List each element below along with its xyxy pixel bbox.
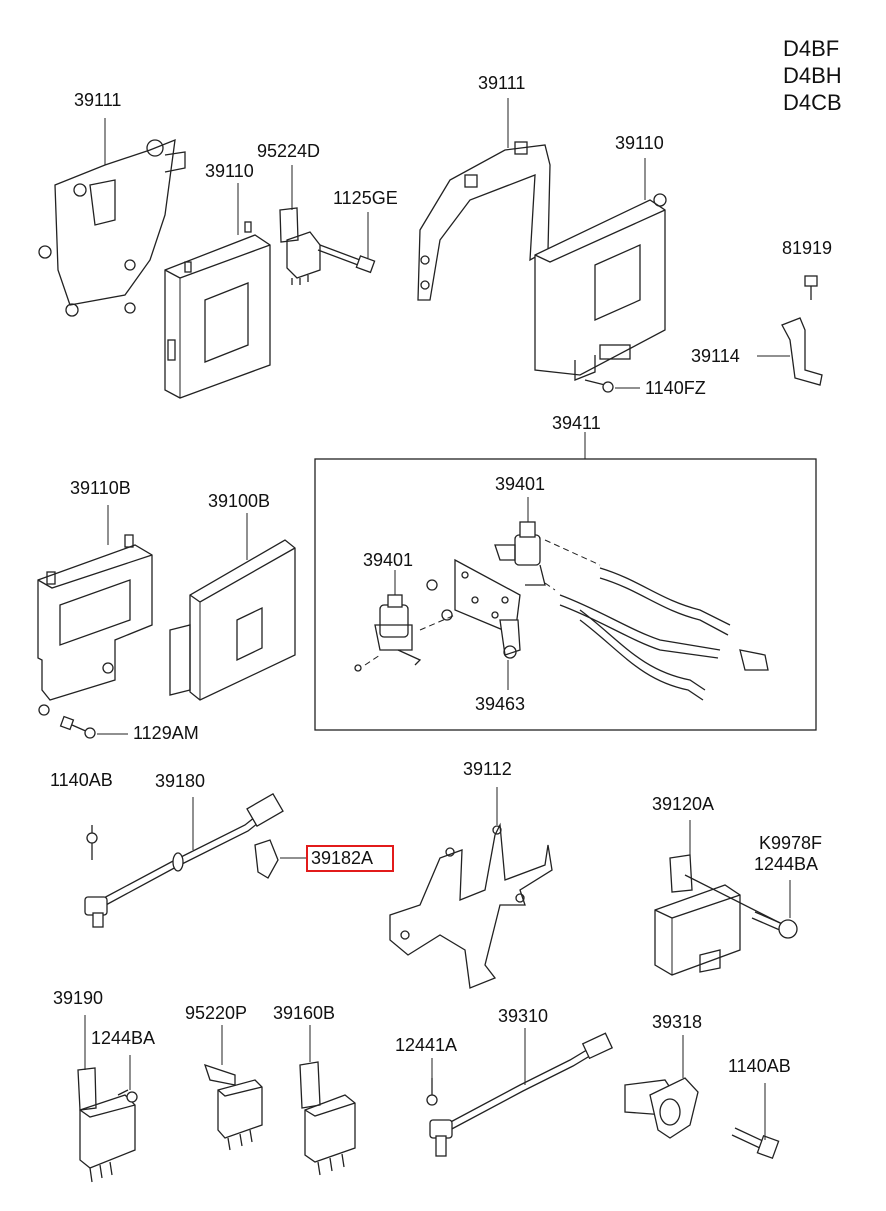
part-label: 39111 [74, 90, 122, 110]
ecu-39100b [169, 513, 296, 701]
part-label: 1244BA [754, 854, 819, 874]
relay-95220p [203, 1025, 263, 1151]
part-label: 12441A [395, 1035, 458, 1055]
part-label: 1244BA [91, 1028, 156, 1048]
part-label: 39110 [205, 161, 254, 181]
screw-1140fz [584, 379, 640, 393]
part-label: 39310 [498, 1006, 549, 1026]
part-label: 39463 [475, 694, 526, 714]
relay-39190 [77, 1015, 136, 1183]
relay-39160b [299, 1025, 356, 1176]
part-label: 95220P [185, 1003, 248, 1023]
hose-set [364, 539, 769, 701]
screw-1244ba-left [117, 1055, 138, 1103]
part-label: 39401 [495, 474, 546, 494]
bolt-1129am [59, 715, 128, 739]
engine-code: D4BH [783, 63, 842, 88]
engine-code: D4CB [783, 90, 842, 115]
part-label: 39401 [363, 550, 414, 570]
part-label: 81919 [782, 238, 833, 258]
part-label: 39120A [652, 794, 715, 814]
bracket-39111-right [417, 98, 551, 301]
relay-39120a [654, 820, 741, 976]
part-label: 39411 [552, 413, 601, 433]
part-label: 39114 [691, 346, 740, 366]
bolt-1140ab-bottom [731, 1083, 780, 1160]
engine-code: D4BF [783, 36, 840, 61]
bracket-39111-left [38, 118, 186, 317]
ecu-39110-left [164, 183, 271, 399]
bolt-81919 [804, 275, 818, 300]
part-label: 1129AM [133, 723, 199, 743]
solenoid-valve-39401-top [494, 497, 546, 586]
part-label: 39112 [463, 759, 512, 779]
part-label: 39190 [53, 988, 104, 1008]
sensor-39463 [499, 619, 521, 690]
sensor-39310 [426, 1028, 614, 1157]
part-label: 1140AB [728, 1056, 791, 1076]
solenoid-valve-39401-left [374, 570, 422, 666]
screw-k9978f [684, 874, 798, 939]
bracket-39114 [757, 317, 823, 386]
relay-95224d [279, 165, 321, 285]
part-label: 39111 [478, 73, 526, 93]
part-label: 95224D [257, 141, 321, 161]
ecu-39110-right [534, 158, 667, 381]
bracket-39112 [389, 787, 553, 989]
part-label-highlighted: 39182A [311, 848, 374, 868]
engine-code-list: D4BF D4BH D4CB [783, 35, 842, 116]
part-label: 39160B [273, 1003, 336, 1023]
part-label: 39100B [208, 491, 271, 511]
highlight-box [306, 845, 394, 872]
bolt-1125ge [317, 212, 376, 274]
part-label: 39110B [70, 478, 131, 498]
part-label: 1125GE [333, 188, 398, 208]
sensor-39180 [84, 792, 284, 928]
part-label: 39318 [652, 1012, 703, 1032]
ecu-39110b [37, 505, 153, 716]
part-label: 39110 [615, 133, 664, 153]
clip-39182a [254, 839, 306, 879]
part-label: K9978F [759, 833, 823, 853]
assembly-box-39411 [314, 432, 817, 731]
sensor-39318 [624, 1035, 699, 1139]
part-label: 1140AB [50, 770, 113, 790]
part-label: 39180 [155, 771, 206, 791]
part-label: 1140FZ [645, 378, 706, 398]
